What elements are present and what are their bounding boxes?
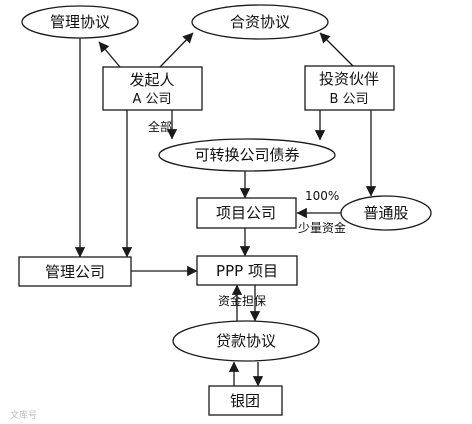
node-common-stock-label: 普通股	[363, 204, 408, 222]
node-investor-b-line2: B 公司	[329, 92, 368, 107]
node-ppp-project-label: PPP 项目	[216, 262, 278, 280]
edge-label-100-percent: 100%	[305, 189, 339, 203]
node-common-stock: 普通股	[340, 195, 432, 231]
node-convertible-bond: 可转换公司债券	[158, 138, 336, 172]
node-convertible-bond-label: 可转换公司债券	[194, 146, 299, 164]
node-loan-agreement-label: 贷款协议	[216, 332, 276, 350]
edge-label-capital-guarantee: 资金担保	[218, 293, 266, 308]
edge-label-small-capital: 少量资金	[298, 220, 346, 235]
node-management-company: 管理公司	[18, 256, 132, 287]
node-sponsor-a-line1: 发起人	[129, 71, 174, 89]
node-project-company-label: 项目公司	[216, 204, 276, 222]
edge-sponsor-to-management-agreement	[98, 41, 121, 68]
node-management-agreement-label: 管理协议	[50, 13, 110, 31]
node-ppp-project: PPP 项目	[196, 255, 298, 286]
node-investor-b-line1: 投资伙伴	[319, 70, 379, 88]
node-management-company-label: 管理公司	[45, 263, 105, 281]
edge-investor-to-jv-agreement	[319, 32, 354, 67]
watermark-text: 文库号	[10, 409, 37, 421]
node-joint-venture-agreement-label: 合资协议	[230, 13, 290, 31]
node-bank-group-label: 银团	[230, 392, 260, 410]
node-project-company: 项目公司	[196, 197, 297, 229]
node-sponsor-a-line2: A 公司	[132, 92, 171, 107]
edge-label-all: 全部	[148, 119, 172, 134]
node-joint-venture-agreement: 合资协议	[191, 4, 329, 40]
node-investor-b: 投资伙伴 B 公司	[304, 65, 395, 111]
node-sponsor-a: 发起人 A 公司	[102, 66, 203, 111]
edge-sponsor-to-jv-agreement	[159, 32, 194, 68]
node-management-agreement: 管理协议	[21, 5, 139, 39]
node-bank-group: 银团	[208, 385, 283, 416]
node-loan-agreement: 贷款协议	[172, 320, 320, 362]
